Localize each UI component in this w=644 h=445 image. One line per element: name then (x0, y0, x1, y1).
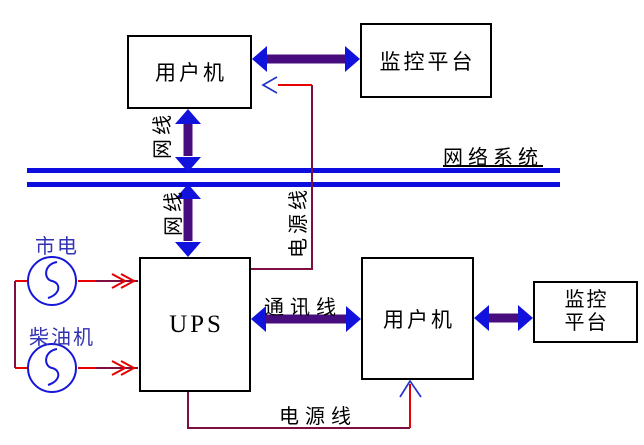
network-bus-lines (27, 168, 560, 187)
diesel-source-symbol (27, 343, 77, 393)
monitor-platform-bottom-label-line1: 监控 (564, 289, 609, 311)
mains-source-symbol (27, 256, 77, 306)
open-arrowhead-up-icon (399, 379, 422, 398)
user-pc-top-label: 用户机 (155, 61, 227, 85)
diesel-generator-label: 柴油机 (29, 327, 95, 349)
monitor-platform-bottom-box: 监控 平台 (533, 281, 638, 343)
diesel-chevron-arrow (111, 360, 137, 376)
monitor-platform-top-box: 监控平台 (360, 23, 492, 98)
power-line-to-top-pc (251, 85, 313, 270)
power-line-right-label-wrap: 电源线 (284, 184, 310, 260)
arrow-net-cable-lower (175, 184, 201, 257)
user-pc-bottom-box: 用户机 (361, 257, 474, 380)
ac-wave-icon (45, 348, 60, 386)
power-line-bottom-label: 电源线 (279, 406, 357, 428)
user-pc-top-box: 用户机 (127, 35, 252, 109)
ac-wave-icon (45, 261, 60, 299)
monitor-platform-top-label: 监控平台 (379, 49, 476, 74)
arrow-bottom-pc-to-monitor (474, 305, 533, 331)
power-line-right-label: 电源线 (287, 186, 310, 258)
power-wiring (14, 76, 422, 429)
user-pc-bottom-label: 用户机 (383, 307, 455, 332)
arrow-top-pc-to-monitor (252, 46, 360, 72)
source-bracket-stubs (15, 280, 29, 369)
comm-line-label: 通讯线 (264, 297, 342, 319)
monitor-platform-bottom-label-line2: 平台 (564, 312, 609, 334)
network-system-label: 网络系统 (443, 147, 543, 169)
mains-chevron-arrow (111, 273, 137, 289)
open-arrowhead-left-icon (261, 76, 278, 94)
ups-box: UPS (139, 257, 251, 392)
net-cable-lower-label: 网线 (162, 188, 185, 236)
net-cable-lower-label-wrap: 网线 (159, 187, 185, 237)
mains-power-label: 市电 (35, 236, 79, 258)
net-cable-upper-label: 网线 (151, 111, 174, 159)
arrow-comm-line (251, 306, 361, 332)
ups-label: UPS (169, 310, 224, 338)
net-cable-upper-label-wrap: 网线 (148, 110, 174, 160)
power-line-to-bottom-pc (187, 392, 410, 429)
arrow-net-cable-upper (175, 109, 201, 172)
